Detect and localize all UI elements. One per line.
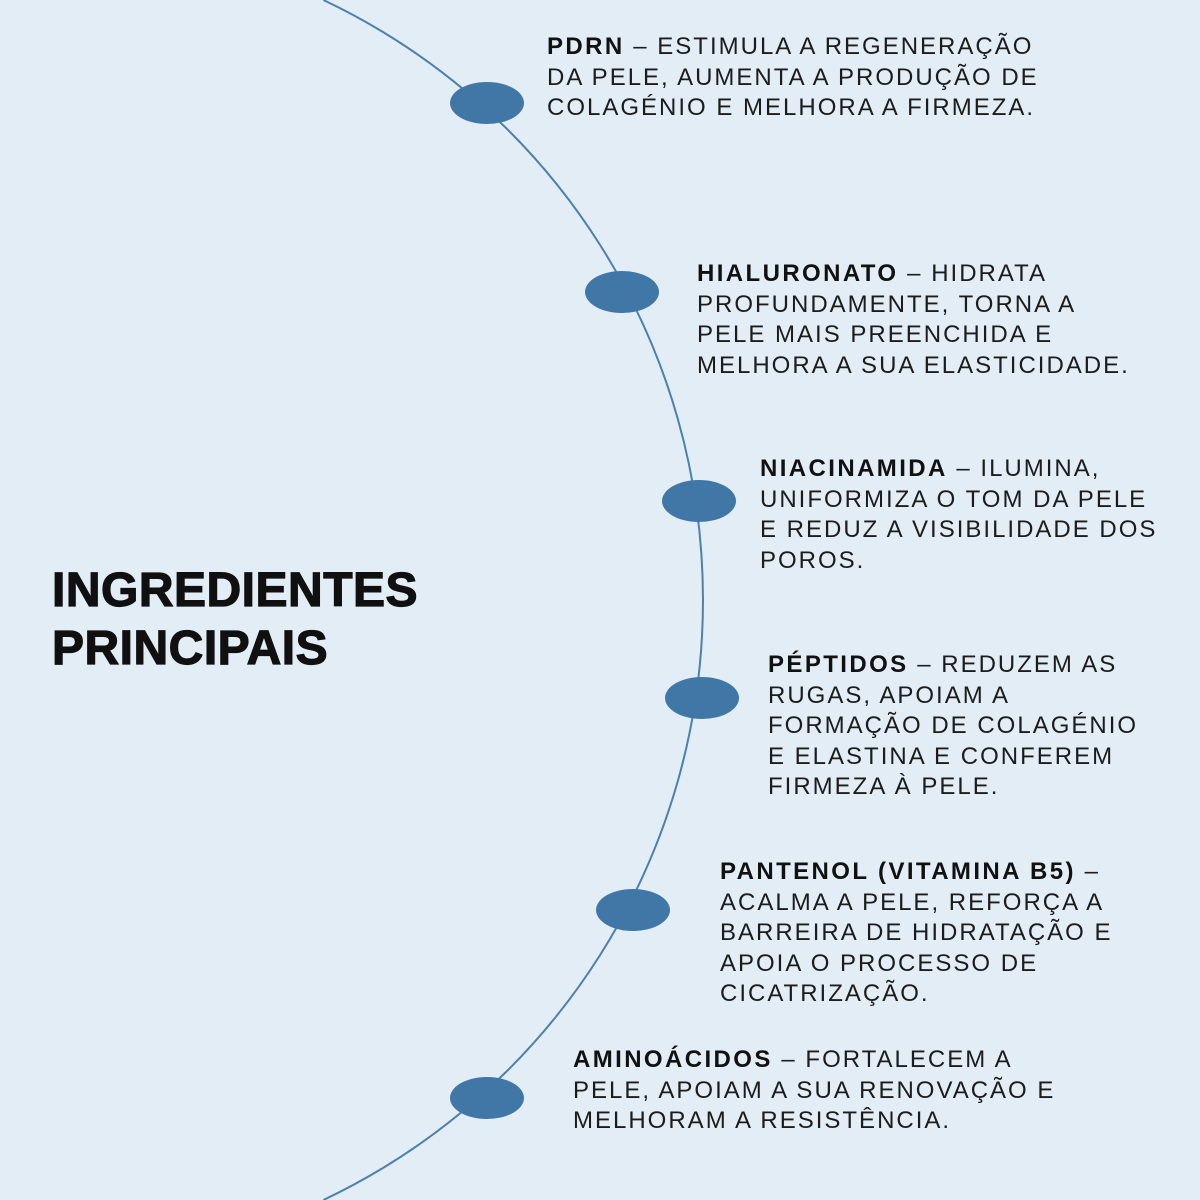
page-title: INGREDIENTES PRINCIPAIS — [51, 563, 419, 675]
ingredient-note-niacinamida: NIACINAMIDA – ILUMINA, UNIFORMIZA O TOM … — [760, 454, 1157, 576]
timeline-arc — [322, 0, 704, 1200]
ingredient-note-hialuronato: HIALURONATO – HIDRATA PROFUNDAMENTE, TOR… — [697, 259, 1130, 381]
ingredient-name: NIACINAMIDA — [760, 455, 948, 482]
ingredient-dot-pdrn — [450, 82, 524, 124]
ingredient-name: AMINOÁCIDOS — [573, 1046, 773, 1073]
ingredient-name: PÉPTIDOS — [768, 651, 909, 678]
ingredient-note-pantenol: PANTENOL (VITAMINA B5) – ACALMA A PELE, … — [720, 857, 1113, 1010]
ingredient-description: – FORTALECEM A PELE, APOIAM A SUA RENOVA… — [573, 1046, 1056, 1135]
ingredient-dot-niacinamida — [662, 480, 736, 522]
ingredient-name: PANTENOL (VITAMINA B5) — [720, 858, 1076, 885]
ingredient-dot-peptidos — [665, 677, 739, 719]
ingredient-dot-hialuronato — [585, 271, 659, 313]
ingredient-note-aminoacidos: AMINOÁCIDOS – FORTALECEM A PELE, APOIAM … — [573, 1045, 1055, 1137]
ingredient-description: – ACALMA A PELE, REFORÇA A BARREIRA DE H… — [720, 858, 1113, 1008]
ingredient-note-peptidos: PÉPTIDOS – REDUZEM AS RUGAS, APOIAM A FO… — [768, 650, 1138, 803]
ingredient-name: HIALURONATO — [697, 260, 899, 287]
ingredient-dot-pantenol — [596, 889, 670, 931]
ingredient-description: – ILUMINA, UNIFORMIZA O TOM DA PELE E RE… — [760, 455, 1158, 574]
ingredient-name: PDRN — [547, 33, 625, 60]
ingredient-description: – HIDRATA PROFUNDAMENTE, TORNA A PELE MA… — [697, 260, 1130, 379]
ingredient-note-pdrn: PDRN – ESTIMULA A REGENERAÇÃO DA PELE, A… — [547, 32, 1039, 124]
ingredient-description: – ESTIMULA A REGENERAÇÃO DA PELE, AUMENT… — [547, 33, 1039, 122]
ingredient-description: – REDUZEM AS RUGAS, APOIAM A FORMAÇÃO DE… — [768, 651, 1139, 801]
ingredient-dot-aminoacidos — [450, 1077, 524, 1119]
